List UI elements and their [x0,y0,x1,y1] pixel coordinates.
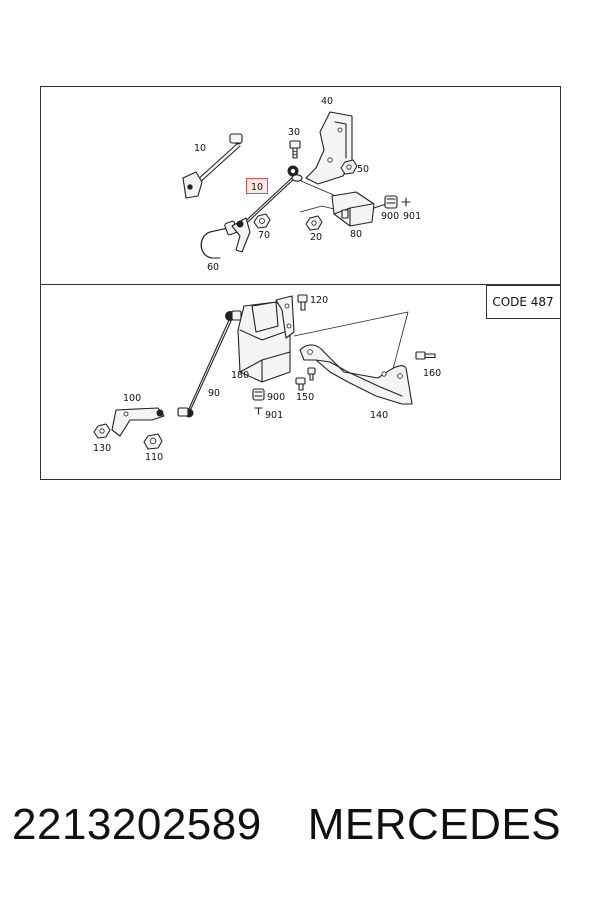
label-110: 110 [145,452,163,463]
part-50-nut[interactable] [340,159,358,175]
parts-diagram: CODE 487 10 10 60 [40,86,561,480]
part-110-nut[interactable] [143,433,163,450]
part-120-bolt[interactable] [297,294,308,311]
part-130-nut[interactable] [93,423,111,439]
label-900-lower: 900 [267,392,285,403]
upper-section: 10 10 60 70 [182,96,421,273]
label-30: 30 [288,127,300,138]
label-150: 150 [296,392,314,403]
part-180-level-sensor[interactable] [237,295,295,383]
part-100-bracket[interactable] [111,407,165,437]
label-901-upper: 901 [403,211,421,222]
label-60: 60 [207,262,219,273]
part-number: 2213202589 [12,800,262,849]
part-90-linkage-rod[interactable] [177,310,242,418]
part-140-mounting-bracket[interactable] [299,344,413,405]
part-901-pin-lower[interactable] [254,407,263,415]
part-150-bolts[interactable] [295,367,316,391]
footer-title: 2213202589 MERCEDES [12,800,592,860]
part-900-connector-upper[interactable] [384,195,398,209]
code-487-box: CODE 487 [486,285,561,319]
label-120: 120 [310,295,328,306]
label-900-upper: 900 [381,211,399,222]
code-487-label: CODE 487 [492,295,553,309]
lever-clamp[interactable] [231,217,251,253]
highlight-box-10 [246,178,268,194]
label-10-upper: 10 [194,143,206,154]
part-70-nut[interactable] [253,213,271,229]
label-160: 160 [423,368,441,379]
part-30-bolt[interactable] [289,140,301,159]
label-80: 80 [350,229,362,240]
part-80-sensor[interactable] [331,191,387,227]
label-180: 180 [231,370,249,381]
part-900-connector-lower[interactable] [252,388,265,401]
lower-section: 90 100 130 110 [93,294,441,463]
label-70: 70 [258,230,270,241]
label-100: 100 [123,393,141,404]
part-160-bolt[interactable] [415,351,436,360]
label-90: 90 [208,388,220,399]
label-901-lower: 901 [265,410,283,421]
brand-name: MERCEDES [307,800,562,849]
label-140: 140 [370,410,388,421]
part-901-pin-upper[interactable] [401,197,411,207]
part-10-linkage-upper-left[interactable] [182,133,243,199]
part-40-bracket[interactable] [305,111,353,185]
label-130: 130 [93,443,111,454]
label-10-highlighted: 10 [251,182,263,193]
part-20-nut[interactable] [305,215,323,231]
label-20: 20 [310,232,322,243]
label-40: 40 [321,96,333,107]
label-50: 50 [357,164,369,175]
